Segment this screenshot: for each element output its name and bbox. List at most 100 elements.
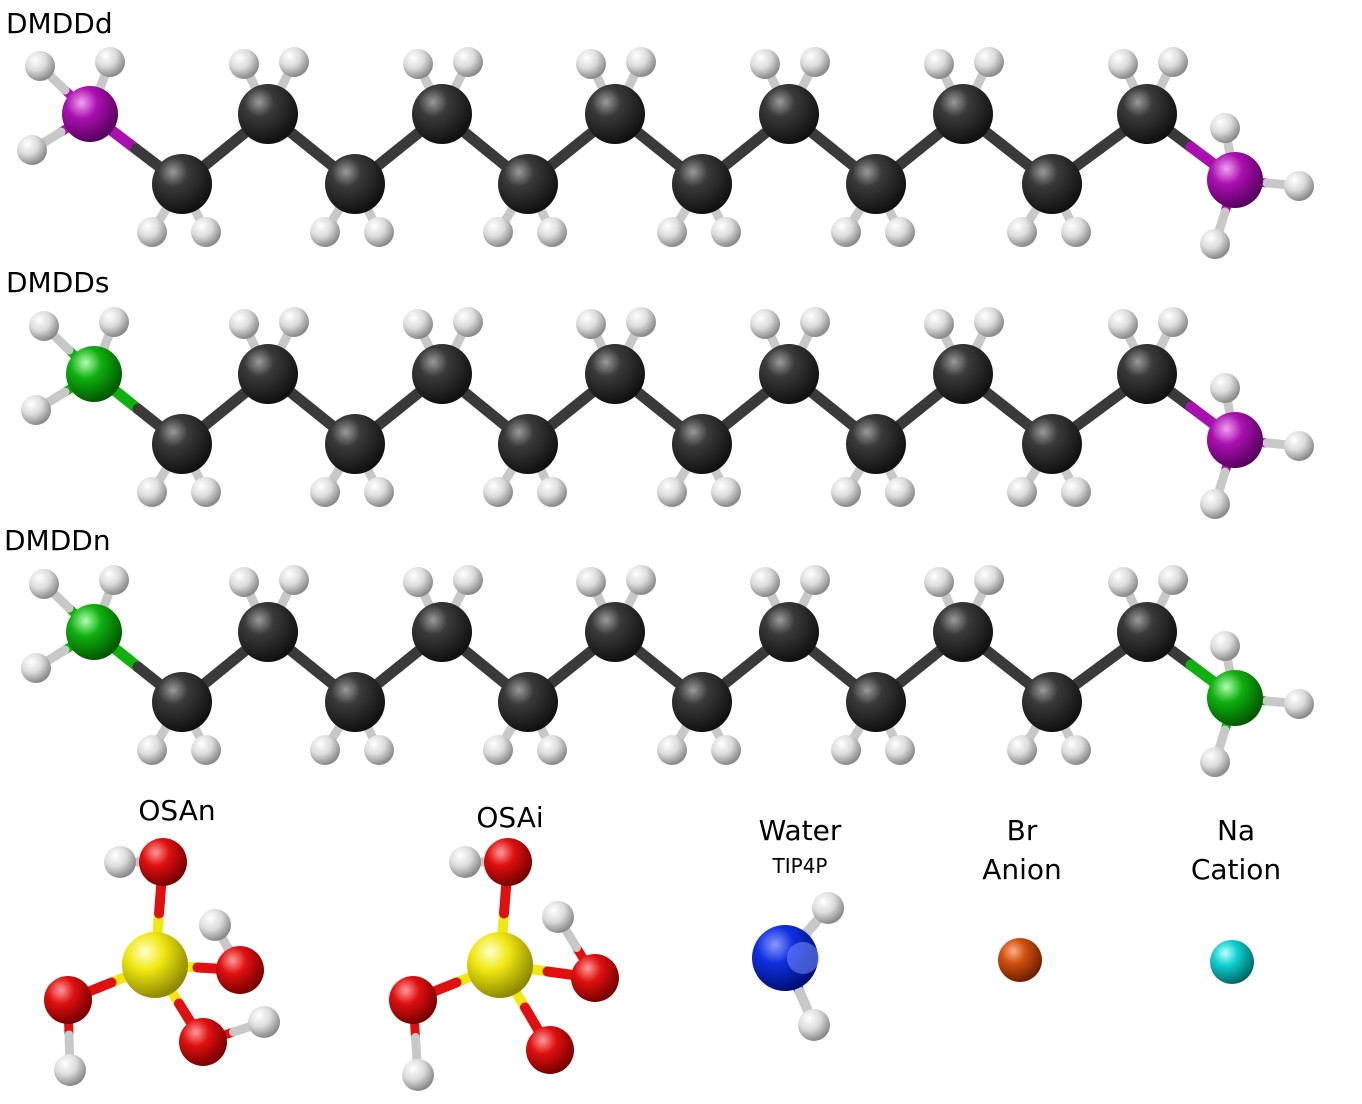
hydrogen-atom bbox=[537, 217, 567, 247]
label-osai: OSAi bbox=[476, 801, 543, 834]
hydrogen-atom bbox=[229, 49, 259, 79]
hydrogen-atom bbox=[750, 49, 780, 79]
hydrogen-atom bbox=[99, 307, 129, 337]
hydrogen-atom bbox=[576, 309, 606, 339]
label-cation: Cation bbox=[1191, 853, 1281, 886]
hydrogen-atom bbox=[29, 311, 59, 341]
hydrogen-atom bbox=[137, 477, 167, 507]
carbon-atom bbox=[412, 84, 472, 144]
hydrogen-atom bbox=[279, 47, 309, 77]
hydrogen-atom bbox=[1284, 431, 1314, 461]
carbon-atom bbox=[933, 344, 993, 404]
hydrogen-atom bbox=[1108, 567, 1138, 597]
molecule-osai bbox=[389, 838, 619, 1091]
hydrogen-atom bbox=[1210, 113, 1240, 143]
ion-na bbox=[1210, 940, 1254, 984]
hydrogen-atom bbox=[1108, 309, 1138, 339]
hydrogen-atom bbox=[453, 565, 483, 595]
head-group-atom bbox=[66, 346, 122, 402]
hydrogen-atom bbox=[750, 567, 780, 597]
hydrogen-atom bbox=[974, 47, 1004, 77]
molecule-osan bbox=[44, 838, 280, 1086]
carbon-atom bbox=[1117, 602, 1177, 662]
carbon-atom bbox=[152, 672, 212, 732]
hydrogen-atom bbox=[1158, 307, 1188, 337]
hydrogen-atom bbox=[576, 567, 606, 597]
oxygen-atom bbox=[216, 946, 264, 994]
carbon-atom bbox=[585, 602, 645, 662]
hydrogen-atom bbox=[483, 217, 513, 247]
hydrogen-atom bbox=[711, 477, 741, 507]
hydrogen-atom bbox=[812, 892, 844, 924]
hydrogen-atom bbox=[711, 735, 741, 765]
hydrogen-atom bbox=[885, 477, 915, 507]
hydrogen-atom bbox=[626, 47, 656, 77]
carbon-atom bbox=[412, 344, 472, 404]
hydrogen-atom bbox=[310, 217, 340, 247]
carbon-atom bbox=[1022, 154, 1082, 214]
oxygen-atom bbox=[139, 838, 187, 886]
carbon-atom bbox=[1022, 672, 1082, 732]
carbon-atom bbox=[672, 154, 732, 214]
sulfur-atom bbox=[467, 932, 533, 998]
hydrogen-atom bbox=[800, 307, 830, 337]
hydrogen-atom bbox=[483, 477, 513, 507]
hydrogen-atom bbox=[537, 477, 567, 507]
hydrogen-atom bbox=[104, 846, 136, 878]
hydrogen-atom bbox=[25, 51, 55, 81]
hydrogen-atom bbox=[99, 565, 129, 595]
oxygen-atom bbox=[179, 1018, 227, 1066]
hydrogen-atom bbox=[885, 217, 915, 247]
hydrogen-atom bbox=[1007, 217, 1037, 247]
hydrogen-atom bbox=[800, 47, 830, 77]
molecule-water bbox=[752, 892, 844, 1041]
hydrogen-atom bbox=[885, 735, 915, 765]
carbon-atom bbox=[933, 84, 993, 144]
hydrogen-atom bbox=[1284, 689, 1314, 719]
hydrogen-atom bbox=[924, 49, 954, 79]
hydrogen-atom bbox=[831, 217, 861, 247]
carbon-atom bbox=[759, 602, 819, 662]
oxygen-atom bbox=[44, 976, 92, 1024]
hydrogen-atom bbox=[449, 846, 481, 878]
hydrogen-atom bbox=[1210, 373, 1240, 403]
oxygen-atom bbox=[526, 1026, 574, 1074]
oxygen-atom bbox=[484, 838, 532, 886]
label-water: Water bbox=[759, 814, 842, 847]
hydrogen-atom bbox=[798, 1009, 830, 1041]
hydrogen-atom bbox=[1200, 747, 1230, 777]
hydrogen-atom bbox=[924, 567, 954, 597]
hydrogen-atom bbox=[800, 565, 830, 595]
bromide-ion bbox=[998, 938, 1042, 982]
hydrogen-atom bbox=[310, 477, 340, 507]
label-dmddn: DMDDn bbox=[4, 524, 111, 557]
hydrogen-atom bbox=[453, 307, 483, 337]
carbon-atom bbox=[238, 602, 298, 662]
hydrogen-atom bbox=[1210, 631, 1240, 661]
carbon-atom bbox=[152, 414, 212, 474]
hydrogen-atom bbox=[137, 735, 167, 765]
hydrogen-atom bbox=[542, 901, 574, 933]
hydrogen-atom bbox=[364, 735, 394, 765]
hydrogen-atom bbox=[29, 569, 59, 599]
hydrogen-atom bbox=[364, 217, 394, 247]
carbon-atom bbox=[498, 672, 558, 732]
label-anion: Anion bbox=[982, 853, 1062, 886]
hydrogen-atom bbox=[483, 735, 513, 765]
carbon-atom bbox=[1117, 344, 1177, 404]
oxygen-atom bbox=[571, 954, 619, 1002]
hydrogen-atom bbox=[924, 309, 954, 339]
hydrogen-atom bbox=[229, 309, 259, 339]
hydrogen-atom bbox=[191, 735, 221, 765]
label-dmdds: DMDDs bbox=[6, 266, 109, 299]
water-virtual-site bbox=[787, 942, 819, 974]
hydrogen-atom bbox=[248, 1006, 280, 1038]
hydrogen-atom bbox=[1061, 217, 1091, 247]
hydrogen-atom bbox=[403, 567, 433, 597]
water-oxygen-atom bbox=[752, 925, 818, 991]
label-na: Na bbox=[1217, 814, 1255, 847]
carbon-atom bbox=[672, 672, 732, 732]
hydrogen-atom bbox=[54, 1054, 86, 1086]
hydrogen-atom bbox=[1158, 565, 1188, 595]
